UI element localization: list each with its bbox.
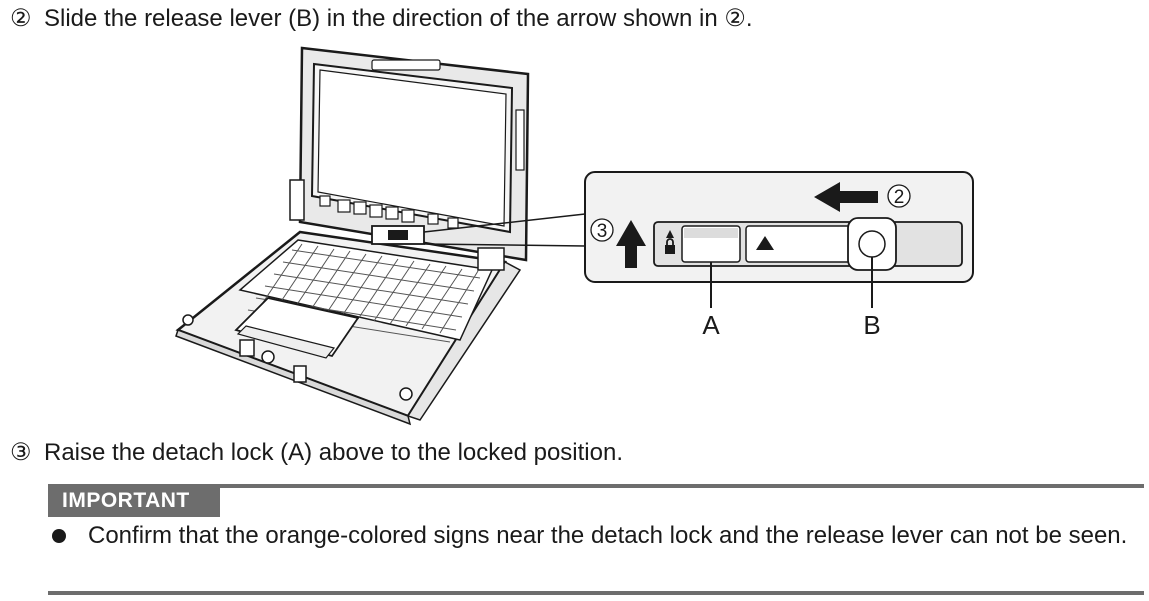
callout-box: 2 3 [584, 171, 974, 283]
step-3: ③ Raise the detach lock (A) above to the … [10, 438, 623, 468]
important-heading: IMPORTANT [48, 485, 220, 517]
callout-leader-lines [423, 213, 586, 247]
label-release-lever-b: B [863, 310, 880, 340]
tablet-screen [289, 46, 530, 271]
step-3-number: ③ [10, 439, 32, 466]
important-bullet-text: Confirm that the orange-colored signs ne… [88, 522, 1128, 549]
bullet-dot-icon [52, 529, 66, 543]
key-rows [247, 243, 481, 343]
step-3-text: Raise the detach lock (A) above to the l… [44, 439, 623, 466]
arrow-up-icon [616, 220, 646, 268]
laptop-detach-illustration: 2 3 A B [175, 46, 974, 426]
important-top-rule [48, 484, 1144, 488]
lock-icon [665, 230, 675, 254]
part-labels: A B [702, 257, 881, 340]
keyboard-base [175, 230, 522, 426]
step-2-text: Slide the release lever (B) in the direc… [44, 5, 753, 32]
callout-step-2-label: 2 [894, 187, 905, 208]
step-2-number: ② [10, 5, 32, 32]
arrow-left-icon [814, 182, 878, 212]
step-2: ② Slide the release lever (B) in the dire… [10, 4, 753, 34]
callout-step-3-label: 3 [597, 221, 608, 242]
label-detach-lock-a: A [702, 310, 720, 340]
important-bottom-rule [48, 591, 1144, 595]
